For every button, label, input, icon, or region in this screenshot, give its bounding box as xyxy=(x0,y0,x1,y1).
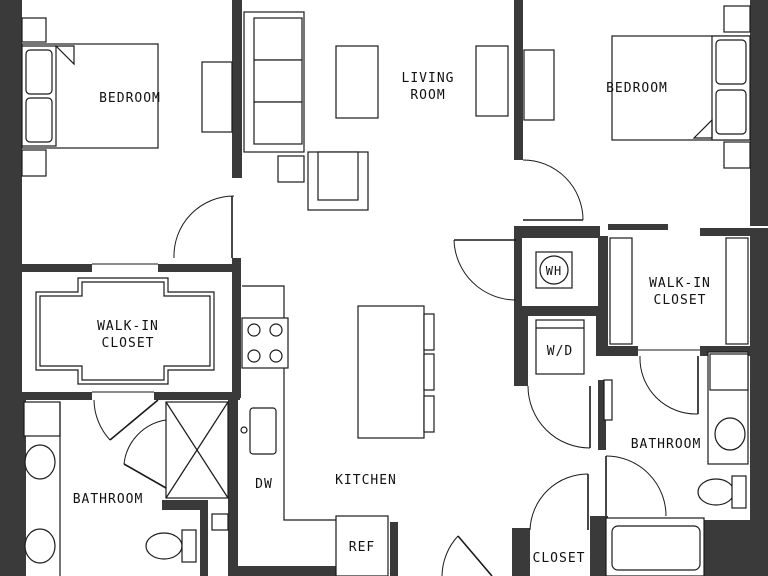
left-bathroom-fixtures xyxy=(23,401,229,576)
right-bathroom-fixtures xyxy=(603,351,749,576)
refrigerator-label: REF xyxy=(349,540,375,555)
right-bedroom-furniture xyxy=(523,5,751,169)
kitchen-fixtures xyxy=(240,285,435,576)
living-room-label-line-2: ROOM xyxy=(410,88,445,103)
walkin-closet-right-label-line-2: CLOSET xyxy=(654,293,707,308)
kitchen-label: KITCHEN xyxy=(335,473,397,488)
walkin-closet-right-label-line-1: WALK-IN xyxy=(649,276,711,291)
dishwasher-label: DW xyxy=(255,477,273,492)
washer-dryer-label: W/D xyxy=(547,344,573,359)
bathroom-left-label: BATHROOM xyxy=(73,492,144,507)
doors xyxy=(92,159,700,576)
living-room-label-line-1: LIVING xyxy=(402,71,455,86)
right-walkin-closet-shelving xyxy=(609,237,749,345)
bedroom-right-label: BEDROOM xyxy=(606,81,668,96)
living-room-furniture xyxy=(243,11,509,211)
left-bedroom-furniture xyxy=(21,17,233,177)
walkin-closet-left-label-line-2: CLOSET xyxy=(102,336,155,351)
left-walkin-closet-shelving xyxy=(35,277,215,385)
bedroom-left-label: BEDROOM xyxy=(99,91,161,106)
bathroom-right-label: BATHROOM xyxy=(631,437,702,452)
walkin-closet-left-label-line-1: WALK-IN xyxy=(97,319,159,334)
closet-label: CLOSET xyxy=(533,551,586,566)
utility-fixtures xyxy=(535,251,585,375)
water-heater-label: WH xyxy=(546,264,562,278)
